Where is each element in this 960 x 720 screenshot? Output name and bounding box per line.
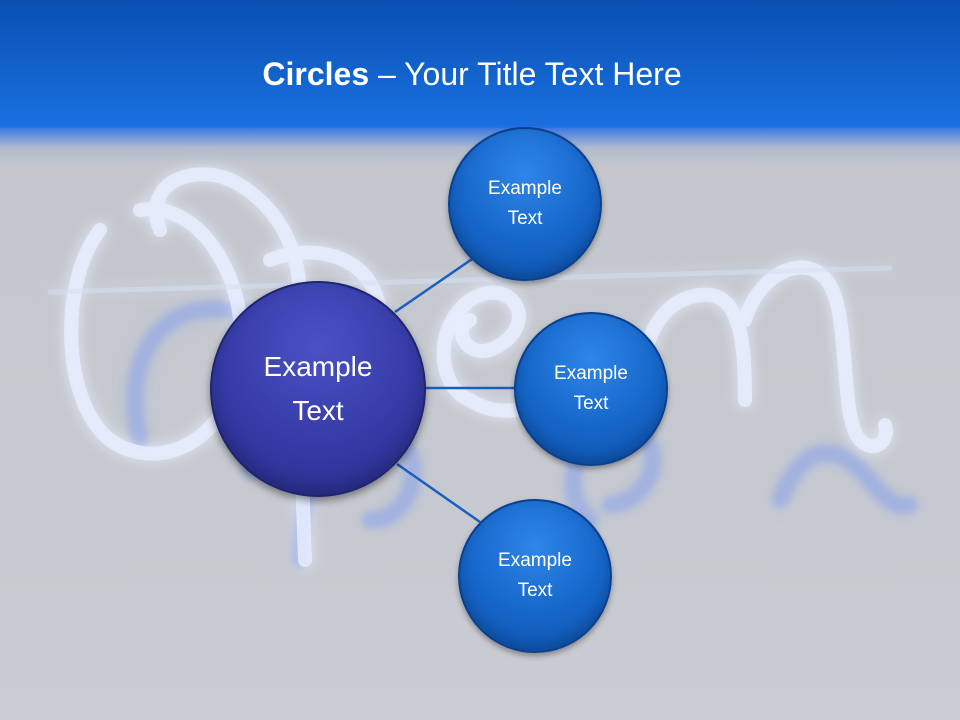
connector-line-bottom [396,462,481,524]
satellite-circle-bottom[interactable]: Example Text [458,499,612,653]
satellite-circle-middle[interactable]: Example Text [514,312,668,466]
slide-title: Circles – Your Title Text Here [0,52,944,96]
satellite-circle-top[interactable]: Example Text [448,127,602,281]
satellite-circle-top-text-line2: Text [507,208,543,229]
hub-circle-text-line1: Example [263,351,373,382]
satellite-circle-bottom-text-line2: Text [517,580,553,601]
hub-circle-text-line2: Text [292,395,344,426]
hub-circle[interactable]: Example Text [210,281,426,497]
slide-title-rest: – Your Title Text Here [369,56,682,92]
slide-title-bold: Circles [262,56,370,92]
header-band [0,0,960,128]
connector-line-top [394,253,479,314]
satellite-circle-middle-text-line1: Example [554,363,628,384]
satellite-circle-top-text-line1: Example [488,178,562,199]
satellite-circle-bottom-text-line1: Example [498,550,572,571]
satellite-circle-middle-text-line2: Text [573,393,609,414]
